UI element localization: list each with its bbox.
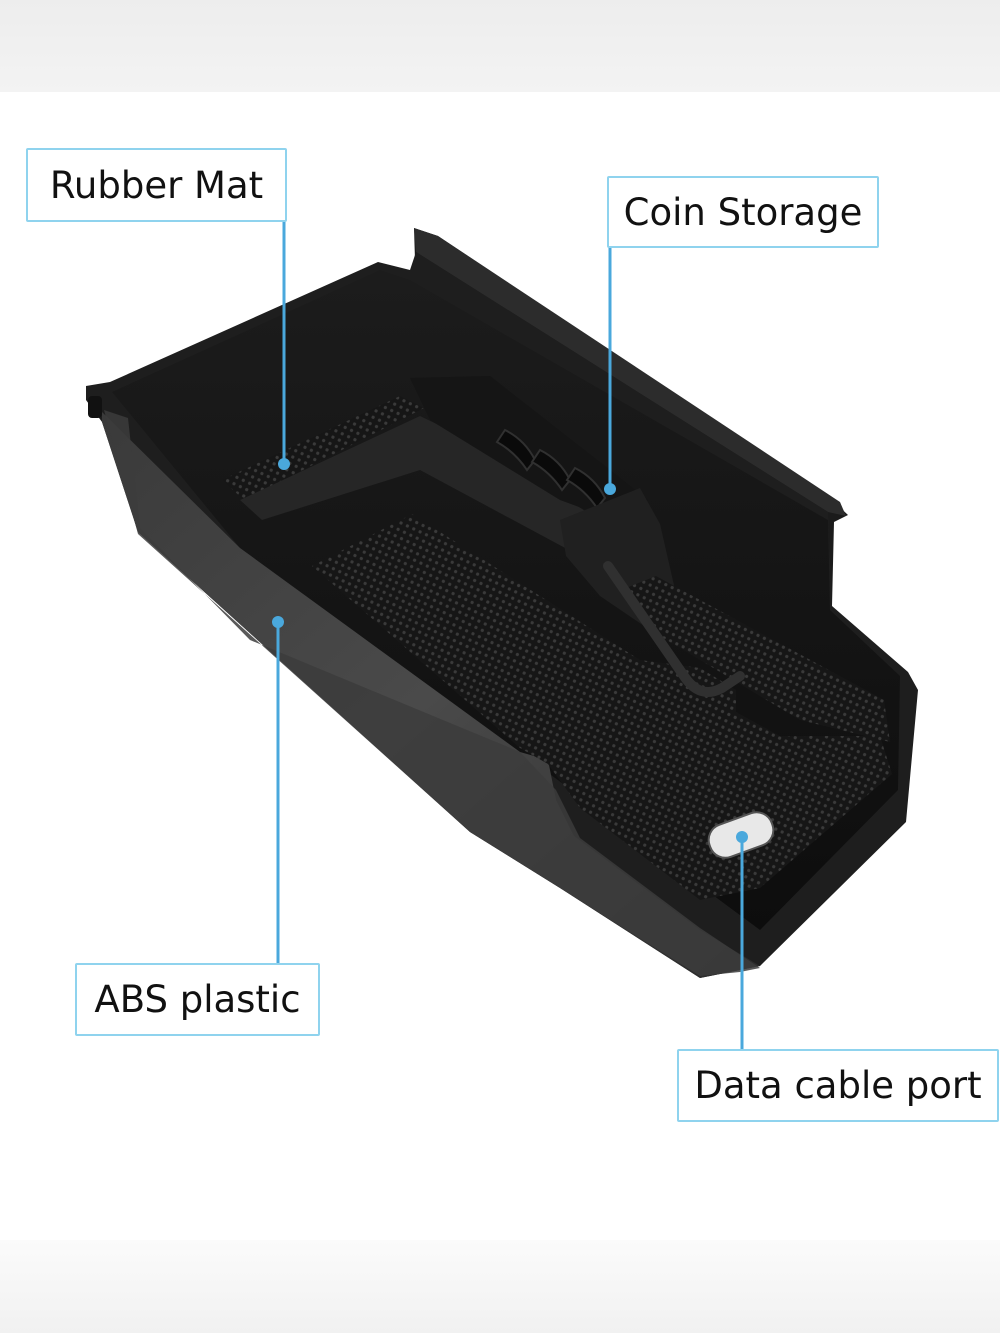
- tray-back-wall-top: [414, 228, 846, 516]
- callout-anchor-dots: [272, 458, 748, 843]
- rubber-mat-anchor-dot: [278, 458, 290, 470]
- tray-left-hinge: [88, 396, 102, 418]
- rubber-mat-left: [222, 396, 424, 500]
- coin-storage-label: Coin Storage: [607, 176, 879, 248]
- coin-storage-anchor-dot: [604, 483, 616, 495]
- rubber-mat-main: [312, 514, 892, 900]
- bottom-background-band: [0, 1240, 1000, 1333]
- abs-plastic-anchor-dot: [272, 616, 284, 628]
- rubber-mat-label: Rubber Mat: [26, 148, 287, 222]
- data-cable-port-anchor-dot: [736, 831, 748, 843]
- callout-leader-lines: [276, 222, 744, 1049]
- tray-center-divider: [240, 416, 618, 556]
- rubber-mat-right: [626, 576, 890, 742]
- cable-channel: [603, 561, 745, 697]
- data-cable-port-label: Data cable port: [677, 1049, 999, 1122]
- top-background-band: [0, 0, 1000, 92]
- abs-plastic-label: ABS plastic: [75, 963, 320, 1036]
- tray-front-wall: [102, 412, 760, 978]
